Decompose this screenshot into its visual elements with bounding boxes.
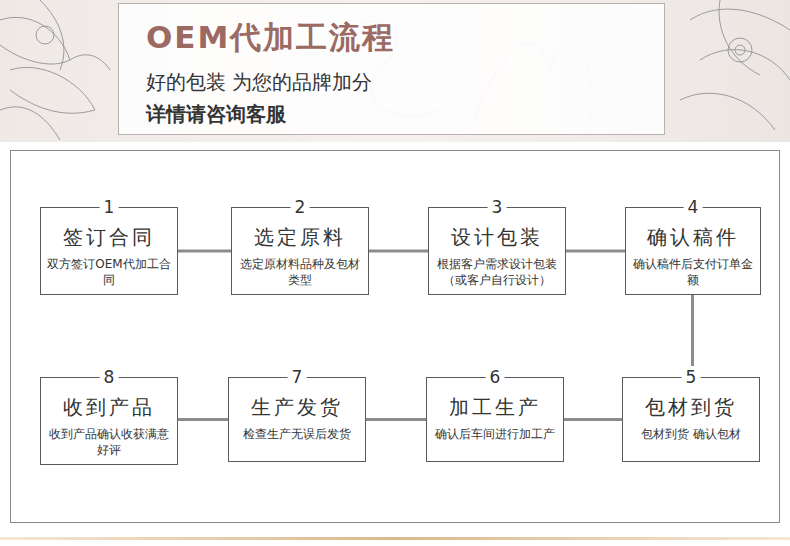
process-box: 6加工生产确认后车间进行加工产	[426, 377, 564, 462]
flow-connector	[178, 250, 231, 253]
step-description: 确认后车间进行加工产	[432, 426, 558, 448]
step-number: 3	[488, 196, 507, 218]
flow-panel	[11, 151, 780, 523]
step-description: 确认稿件后支付订单金额	[631, 256, 755, 294]
flow-connector	[691, 295, 694, 377]
process-box: 5包材到货包材到货 确认包材	[622, 377, 760, 462]
process-box: 3设计包装根据客户需求设计包装（或客户自行设计）	[428, 207, 566, 295]
process-box: 7生产发货检查生产无误后发货	[228, 377, 366, 462]
step-description: 双方签订OEM代加工合同	[46, 256, 172, 294]
flow-connector	[178, 418, 228, 421]
step-description: 包材到货 确认包材	[628, 426, 754, 448]
floral-sketch	[0, 0, 790, 140]
step-title: 签订合同	[46, 224, 172, 250]
step-title: 设计包装	[434, 224, 560, 250]
title-panel	[119, 4, 665, 135]
step-number: 4	[684, 196, 703, 218]
step-title: 加工生产	[432, 394, 558, 420]
step-description: 收到产品确认收获满意好评	[46, 426, 172, 464]
step-description: 选定原材料品种及包材类型	[237, 256, 363, 294]
flow-connector	[369, 250, 428, 253]
step-title: 生产发货	[234, 394, 360, 420]
title-box: OEM代加工流程好的包装 为您的品牌加分详情请咨询客服	[118, 3, 665, 135]
flow-connector	[366, 418, 426, 421]
header-band	[0, 0, 790, 142]
step-number: 6	[486, 366, 505, 388]
step-number: 1	[100, 196, 119, 218]
step-title: 收到产品	[46, 394, 172, 420]
title-text: OEM代加工流程	[146, 17, 395, 59]
step-number: 8	[100, 366, 119, 388]
step-description: 根据客户需求设计包装（或客户自行设计）	[434, 256, 560, 294]
step-number: 2	[291, 196, 310, 218]
step-title: 选定原料	[237, 224, 363, 250]
process-box: 8收到产品收到产品确认收获满意好评	[40, 377, 178, 465]
step-title: 包材到货	[628, 394, 754, 420]
process-box: 2选定原料选定原材料品种及包材类型	[231, 207, 369, 295]
subtitle-text: 详情请咨询客服	[146, 101, 286, 128]
process-box: 4确认稿件确认稿件后支付订单金额	[625, 207, 761, 295]
subtitle-text: 好的包装 为您的品牌加分	[146, 69, 372, 96]
process-box: 1签订合同双方签订OEM代加工合同	[40, 207, 178, 295]
step-number: 7	[288, 366, 307, 388]
step-description: 检查生产无误后发货	[234, 426, 360, 448]
gold-rule	[0, 537, 790, 540]
step-number: 5	[682, 366, 701, 388]
flow-connector	[564, 418, 622, 421]
step-title: 确认稿件	[631, 224, 755, 250]
flow-connector	[566, 250, 625, 253]
